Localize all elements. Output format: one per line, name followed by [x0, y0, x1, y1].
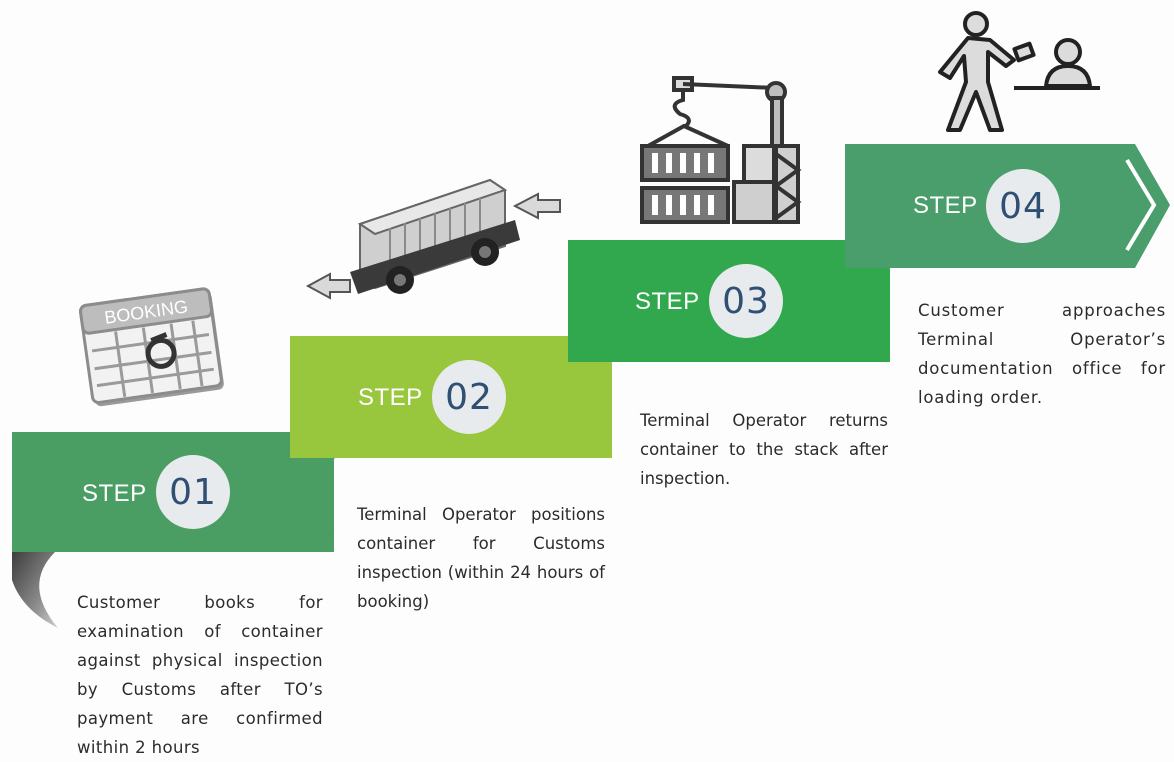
step-04-number: 04	[986, 169, 1060, 243]
step-01-fold	[12, 552, 58, 628]
chevron-right-icon	[1125, 158, 1157, 252]
container-truck-icon	[305, 178, 561, 300]
step-01-description: Customer books for examination of contai…	[77, 593, 323, 757]
step-03-number: 03	[709, 264, 783, 338]
step-03-description: Terminal Operator returns container to t…	[640, 411, 888, 488]
step-01-label: STEP	[82, 480, 147, 507]
person-at-office-icon	[938, 11, 1100, 132]
step-02-label: STEP	[358, 384, 423, 411]
crane-containers-icon	[640, 76, 802, 224]
step-01-number: 01	[156, 455, 230, 529]
step-04-label: STEP	[913, 192, 978, 219]
step-02-description: Terminal Operator positions container fo…	[357, 505, 605, 611]
step-03-label: STEP	[635, 288, 700, 315]
booking-calendar-icon: BOOKING	[78, 287, 224, 407]
step-04-description: Customer approaches Terminal Operator’s …	[918, 301, 1166, 407]
step-02-number: 02	[432, 360, 506, 434]
